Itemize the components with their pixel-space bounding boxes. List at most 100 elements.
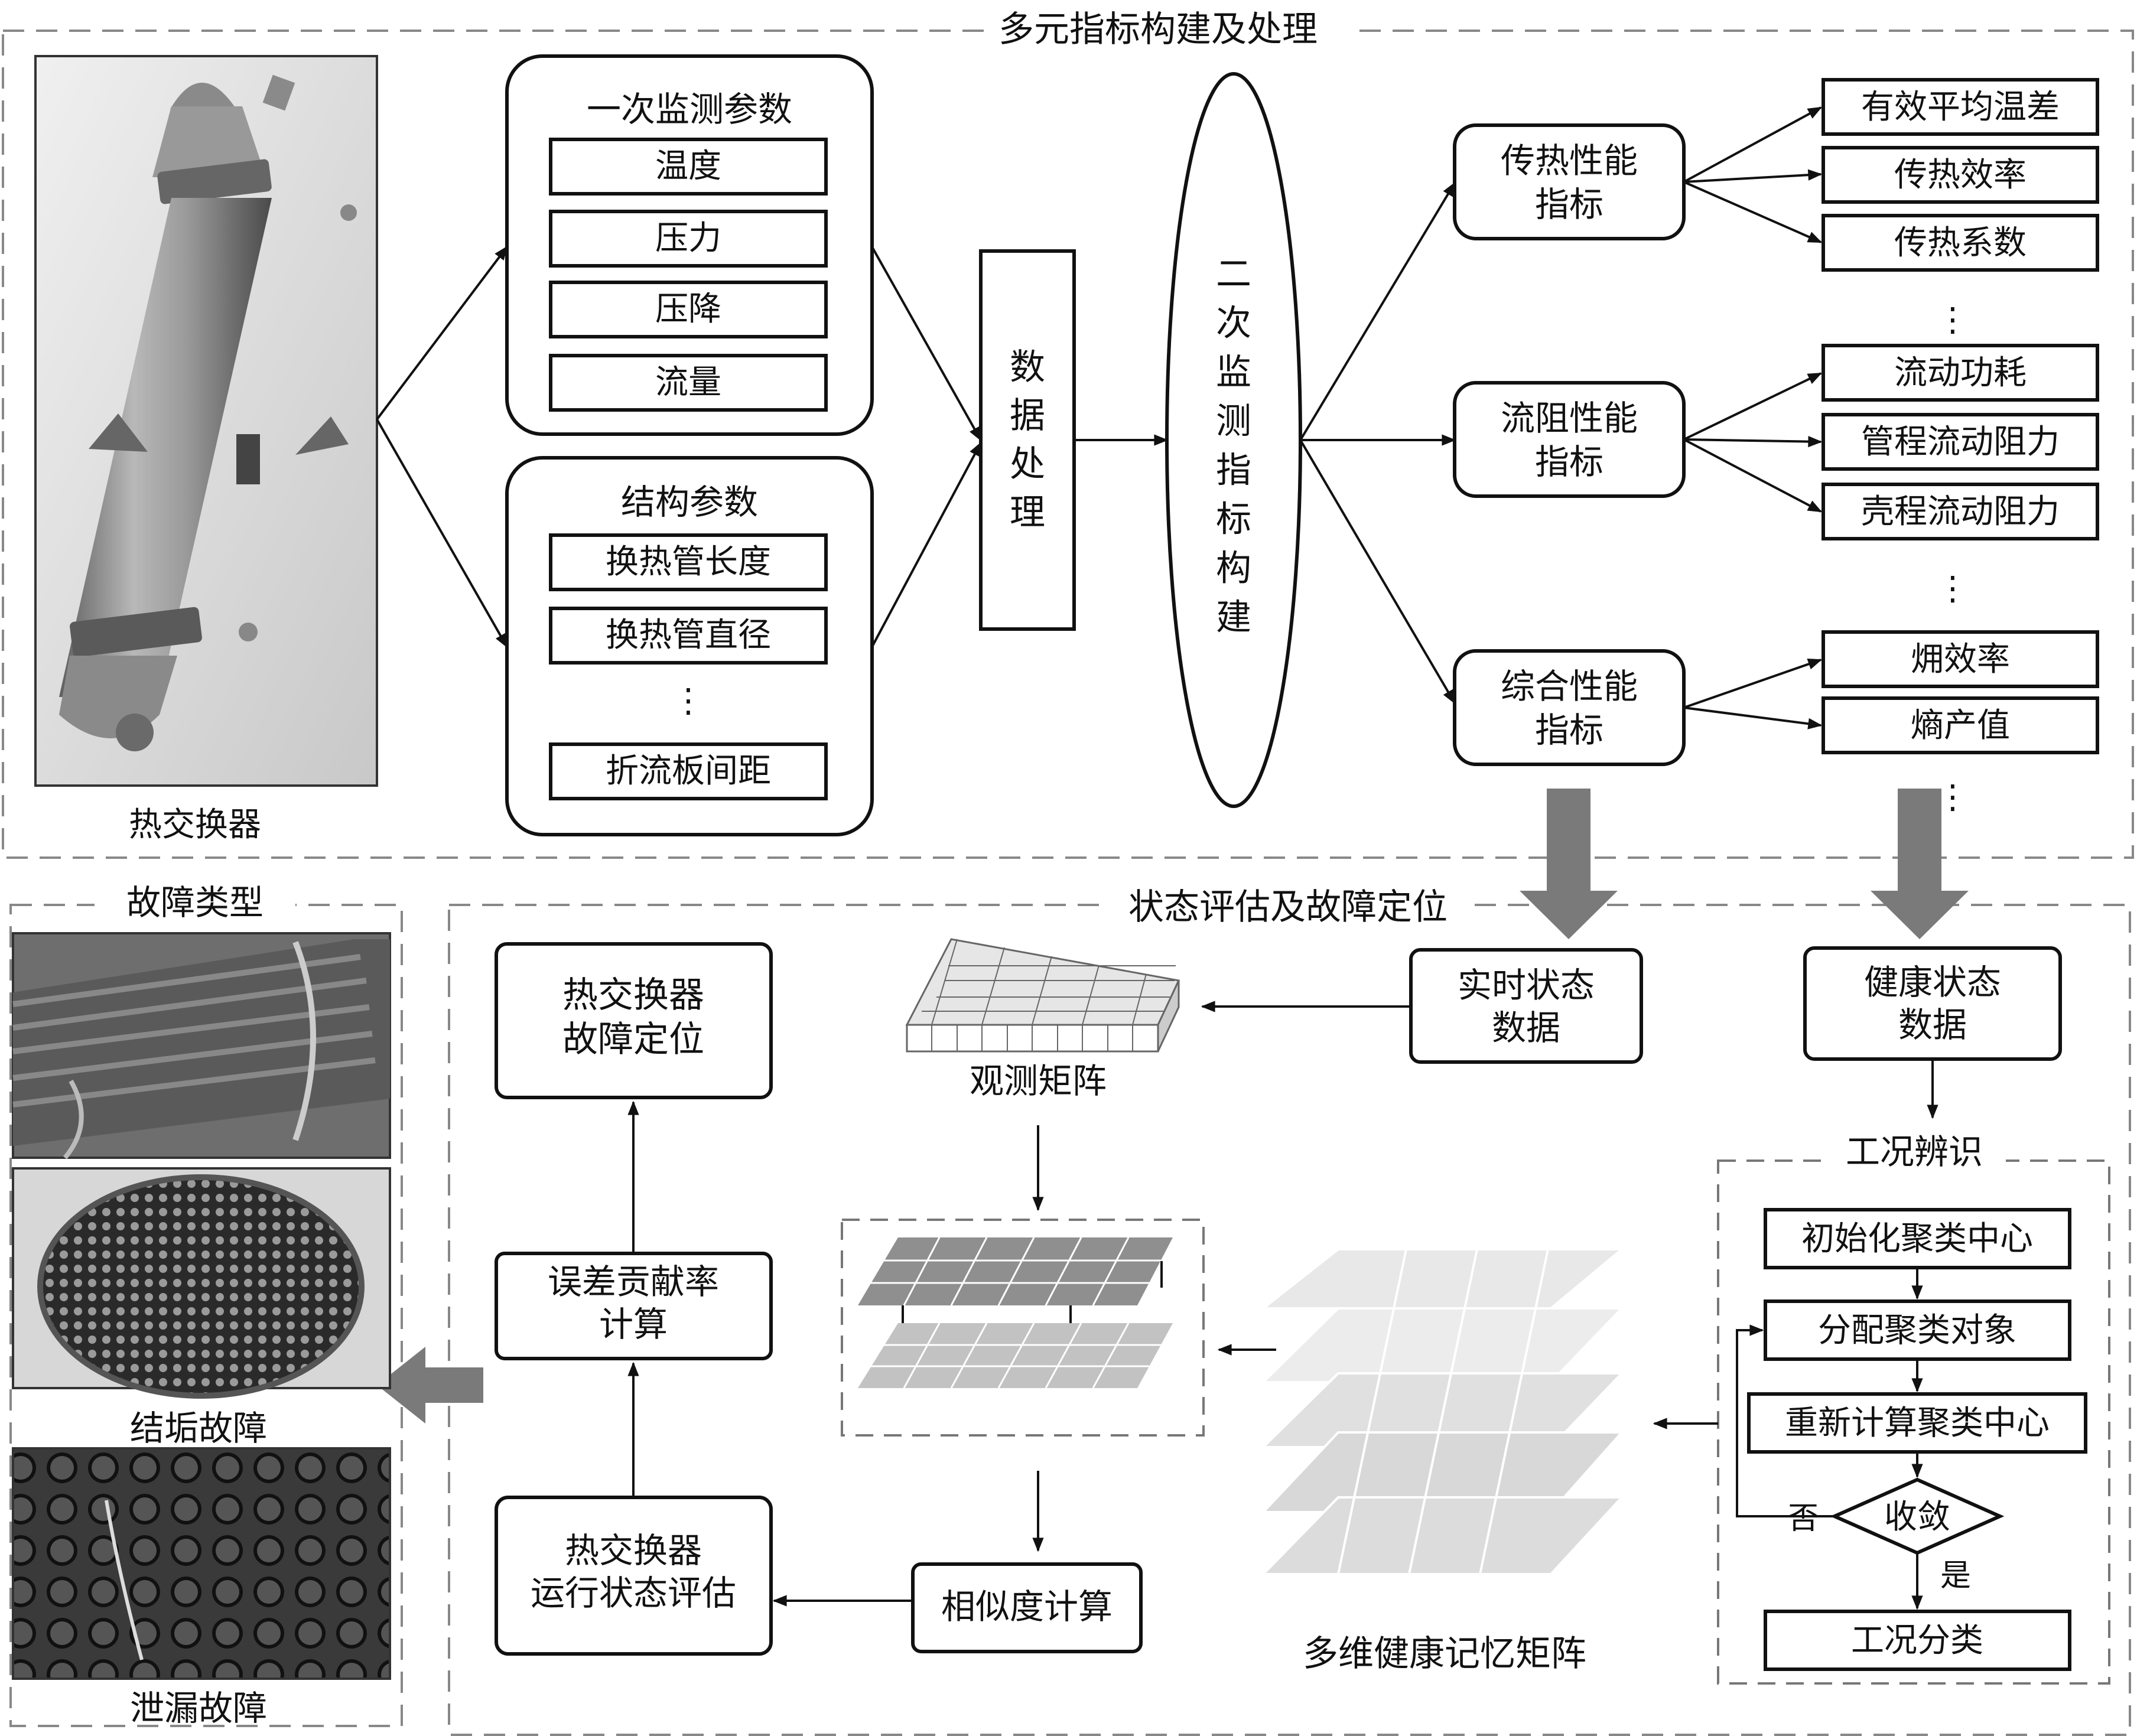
structure-parameters-title: 结构参数 [621, 482, 758, 522]
svg-text:综合性能: 综合性能 [1501, 666, 1638, 706]
svg-text:工况分类: 工况分类 [1851, 1621, 1983, 1660]
svg-text:传热效率: 传热效率 [1894, 156, 2027, 194]
svg-text:重新计算聚类中心: 重新计算聚类中心 [1785, 1404, 2050, 1442]
observation-matrix-graphic [905, 938, 1180, 1053]
svg-text:有效平均温差: 有效平均温差 [1861, 88, 2060, 126]
comparison-frame [841, 1219, 1205, 1437]
svg-text:熵产值: 熵产值 [1911, 706, 2010, 745]
svg-text:换热管长度: 换热管长度 [606, 543, 771, 581]
leakage-fault-photo [12, 1447, 391, 1680]
indicator-item: 管程流动阻力 [1822, 413, 2099, 471]
svg-text:换热管直径: 换热管直径 [606, 616, 771, 654]
condition-step-box: 初始化聚类中心 [1764, 1208, 2071, 1269]
arrow-comp-item [1683, 659, 1823, 709]
top-title-mask [987, 9, 1353, 51]
svg-text:故障定位: 故障定位 [562, 1019, 704, 1060]
condition-step-box: 重新计算聚类中心 [1747, 1392, 2087, 1454]
svg-text:传热系数: 传热系数 [1894, 224, 2027, 262]
svg-text:指标: 指标 [1535, 184, 1603, 224]
svg-text:实时状态: 实时状态 [1458, 965, 1595, 1005]
fault-title-mask [95, 886, 295, 927]
svg-text:㶲效率: 㶲效率 [1911, 640, 2010, 679]
svg-text:流阻性能: 流阻性能 [1501, 398, 1638, 438]
indicator-item: 流动功耗 [1822, 344, 2099, 402]
fault-types-title: 故障类型 [126, 882, 264, 923]
fouling-fault-label: 结垢故障 [130, 1408, 267, 1448]
state-assessment-box: 热交换器 运行状态评估 [495, 1496, 773, 1656]
flow-group-ellipsis: ⋮ [1936, 569, 1969, 608]
indicator-item: 壳程流动阻力 [1822, 483, 2099, 540]
arrow-flow-item [1683, 436, 1823, 448]
arrow-comp-item [1683, 706, 1823, 729]
svg-text:数据: 数据 [1898, 1005, 1967, 1045]
svg-text:初始化聚类中心: 初始化聚类中心 [1801, 1220, 2033, 1258]
svg-text:折流板间距: 折流板间距 [606, 752, 771, 790]
fat-arrow-fault-types [377, 1347, 483, 1424]
fat-arrow-health [1871, 789, 1969, 939]
bottom-title-mask [1111, 886, 1465, 927]
arrow-structure-processing [871, 441, 982, 647]
condition-identification-title: 工况辨识 [1846, 1132, 1983, 1172]
arrow-heat-item [1683, 106, 1823, 183]
comprehensive-group-ellipsis: ⋮ [1936, 778, 1969, 816]
data-processing-label: 数据处理 [1010, 347, 1045, 533]
indicator-item: 有效平均温差 [1822, 78, 2099, 136]
indicator-item: 熵产值 [1822, 696, 2099, 754]
svg-text:壳程流动阻力: 壳程流动阻力 [1861, 493, 2060, 531]
primary-param-item: 温度 [549, 138, 828, 196]
decision-yes-label: 是 [1940, 1558, 1971, 1594]
svg-text:相似度计算: 相似度计算 [941, 1587, 1113, 1627]
svg-text:指标: 指标 [1535, 442, 1603, 482]
svg-text:压力: 压力 [655, 219, 721, 258]
heat-transfer-indicator-box: 传热性能 指标 [1453, 123, 1686, 240]
condition-title-mask [1823, 1134, 2006, 1175]
data-processing-box [979, 249, 1076, 631]
heat-group-ellipsis: ⋮ [1936, 301, 1969, 339]
heat-exchanger-image [34, 55, 378, 787]
decision-no-label: 否 [1788, 1501, 1819, 1536]
arrow-to-heat-transfer [1299, 181, 1456, 441]
comprehensive-indicator-box: 综合性能 指标 [1453, 649, 1686, 766]
bottom-section-title: 状态评估及故障定位 [1128, 887, 1448, 928]
condition-classification-box: 工况分类 [1764, 1610, 2071, 1671]
structure-param-item: 折流板间距 [549, 742, 828, 800]
health-state-data-box: 健康状态 数据 [1803, 946, 2062, 1061]
primary-param-item: 流量 [549, 354, 828, 412]
arrow-heat-item [1683, 169, 1823, 183]
structure-param-item: 换热管直径 [549, 607, 828, 665]
indicator-item: 㶲效率 [1822, 630, 2099, 688]
svg-text:收敛: 收敛 [1884, 1498, 1950, 1536]
svg-text:健康状态: 健康状态 [1864, 962, 2001, 1002]
svg-text:温度: 温度 [655, 147, 721, 185]
error-contribution-box: 误差贡献率 计算 [495, 1252, 773, 1360]
svg-text:数据: 数据 [1492, 1008, 1560, 1048]
condition-step-box: 分配聚类对象 [1764, 1299, 2071, 1361]
svg-text:管程流动阻力: 管程流动阻力 [1861, 423, 2060, 461]
fault-localization-box: 热交换器 故障定位 [495, 942, 773, 1099]
svg-text:指标: 指标 [1535, 710, 1603, 750]
arrow-flow-item [1683, 372, 1823, 441]
similarity-calculation-box: 相似度计算 [911, 1562, 1143, 1653]
svg-text:流量: 流量 [655, 363, 721, 402]
top-section-title: 多元指标构建及处理 [998, 9, 1318, 50]
arrow-feedback-loop [1736, 1324, 1834, 1517]
observation-matrix-label: 观测矩阵 [970, 1061, 1107, 1101]
fault-photo-top [12, 932, 391, 1159]
fouling-fault-photo [12, 1167, 391, 1399]
svg-text:分配聚类对象: 分配聚类对象 [1818, 1311, 2016, 1350]
secondary-indicator-label: 二次监测指标构建 [1216, 254, 1251, 639]
condition-identification-frame [1717, 1159, 2110, 1685]
indicator-item: 传热系数 [1822, 214, 2099, 272]
indicator-item: 传热效率 [1822, 146, 2099, 204]
svg-text:误差贡献率: 误差贡献率 [548, 1262, 719, 1302]
heat-exchanger-label: 热交换器 [129, 806, 261, 844]
structure-ellipsis: ⋮ [672, 682, 705, 720]
fat-arrow-realtime [1520, 789, 1618, 939]
svg-text:传热性能: 传热性能 [1501, 141, 1638, 181]
arrow-exchanger-primary [376, 246, 508, 421]
arrow-flow-item [1683, 438, 1823, 513]
svg-text:运行状态评估: 运行状态评估 [531, 1573, 736, 1613]
svg-text:热交换器: 热交换器 [565, 1530, 702, 1571]
arrow-heat-item [1683, 181, 1823, 243]
